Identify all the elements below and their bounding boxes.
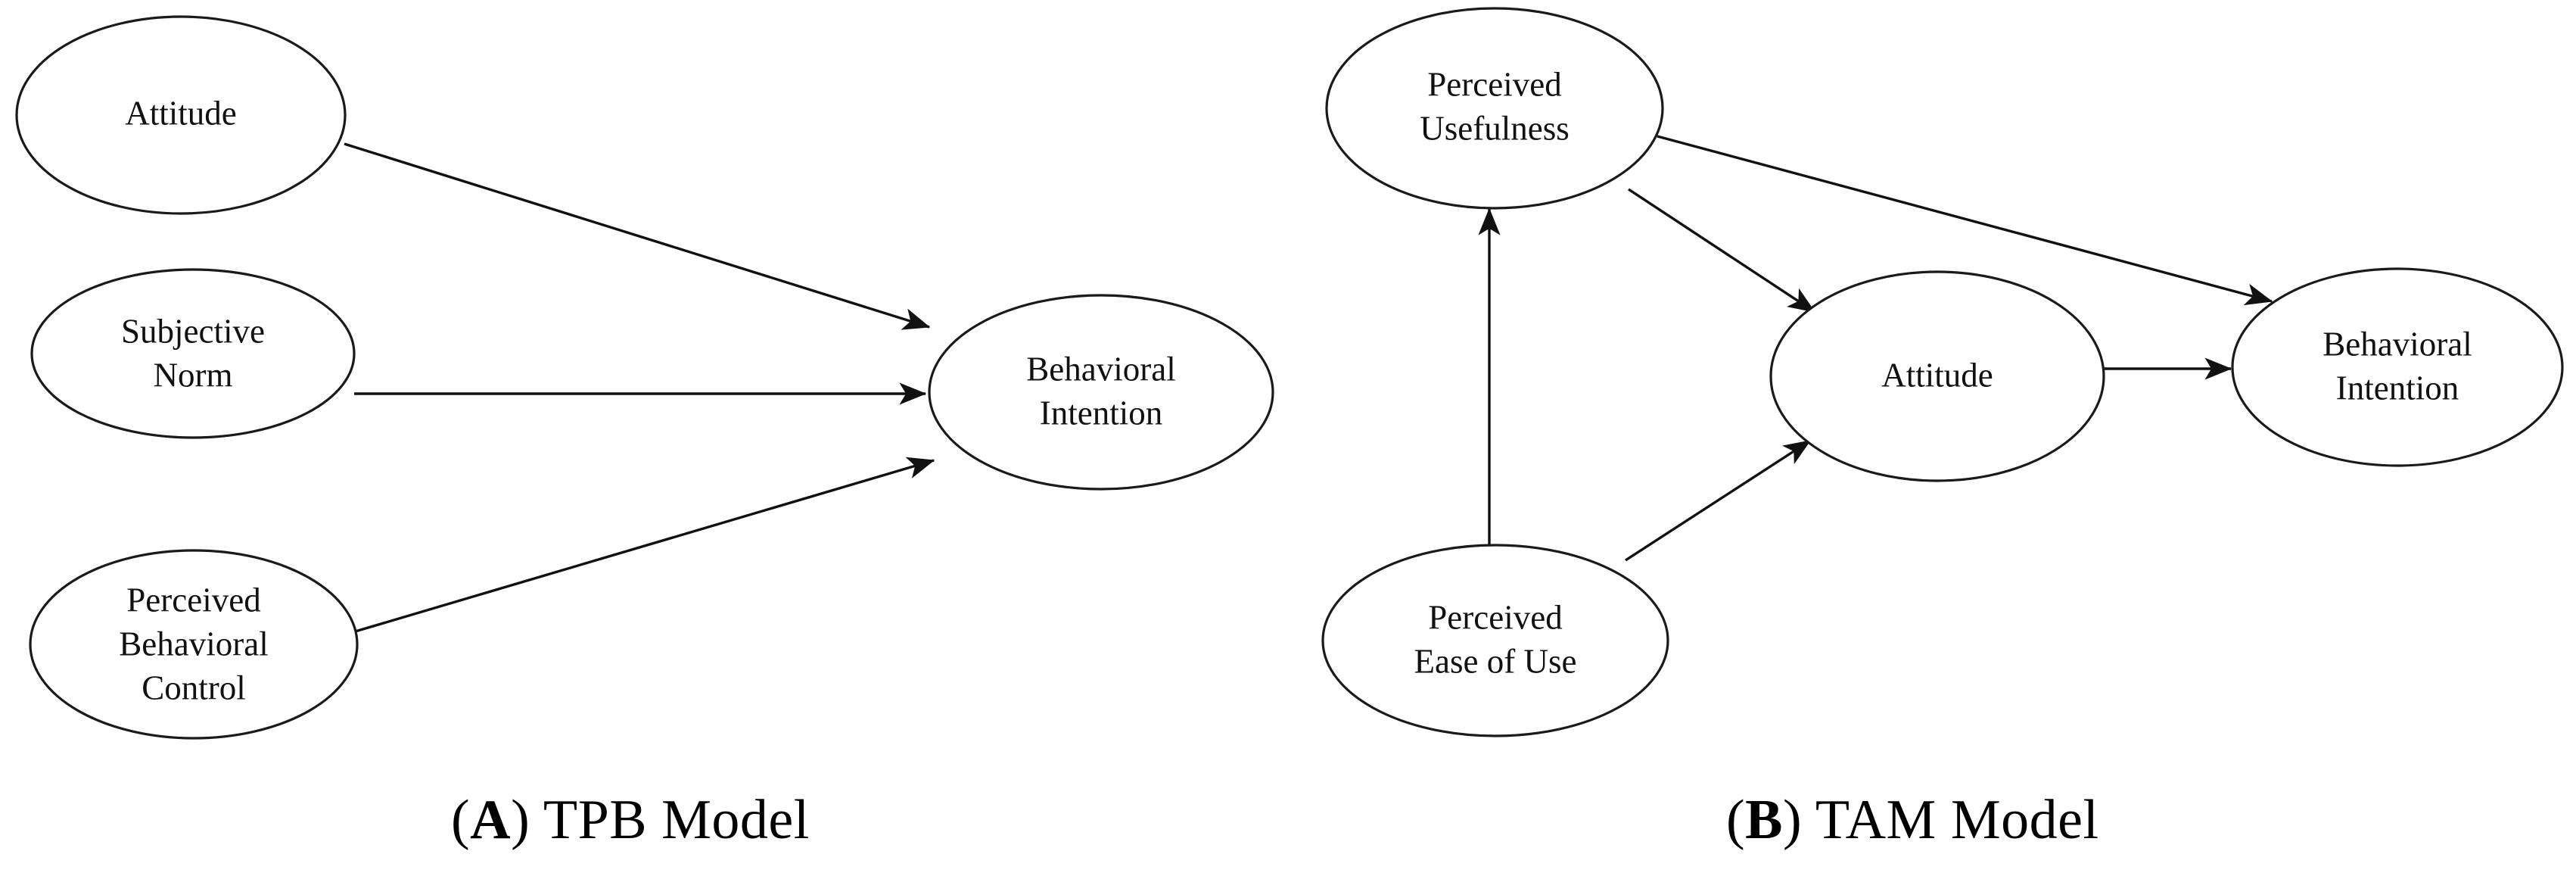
panel-caption-tam: (B) TAM Model bbox=[1726, 788, 2099, 853]
caption-b-tag: B bbox=[1745, 789, 1784, 851]
node-perceived-behavioral-control-label-line2: Behavioral bbox=[119, 625, 268, 662]
node-perceived-usefulness-label-line2: Usefulness bbox=[1420, 109, 1569, 147]
node-attitude-label: Attitude bbox=[125, 94, 236, 132]
edge-attitude-to-behavioral-intention bbox=[344, 142, 931, 330]
node-attitude-ellipse[interactable] bbox=[15, 15, 347, 215]
node-attitude[interactable]: Attitude bbox=[15, 15, 347, 215]
node-behavioral-intention-tpb-ellipse[interactable] bbox=[928, 294, 1274, 491]
node-behavioral-intention-tam-label-line2: Intention bbox=[2336, 369, 2459, 407]
node-perceived-usefulness-label-line1: Perceived bbox=[1427, 65, 1561, 103]
edge-perceived-usefulness-to-behavioral-intention bbox=[1657, 135, 2273, 306]
node-perceived-ease-of-use-ellipse[interactable] bbox=[1321, 544, 1669, 737]
node-perceived-behavioral-control-label-line1: Perceived bbox=[126, 581, 260, 619]
node-subjective-norm-label-line2: Norm bbox=[154, 356, 233, 394]
edge-perceived-behavioral-control-to-behavioral-intention bbox=[352, 457, 935, 634]
node-perceived-ease-of-use-label-line1: Perceived bbox=[1428, 598, 1562, 636]
node-behavioral-intention-tam[interactable]: Behavioral Intention bbox=[2231, 267, 2564, 467]
panel-caption-tpb: (A) TPB Model bbox=[451, 788, 810, 853]
panel-tam: Perceived Usefulness Perceived Ease of U… bbox=[1321, 7, 2564, 737]
node-behavioral-intention-tam-ellipse[interactable] bbox=[2231, 267, 2564, 467]
panel-tpb: Attitude Subjective Norm Perceived Behav… bbox=[15, 15, 1274, 740]
node-perceived-ease-of-use-label-line2: Ease of Use bbox=[1414, 642, 1577, 680]
caption-a-tag: A bbox=[470, 789, 512, 851]
node-perceived-ease-of-use[interactable]: Perceived Ease of Use bbox=[1321, 544, 1669, 737]
node-subjective-norm-ellipse[interactable] bbox=[30, 268, 356, 439]
node-perceived-behavioral-control[interactable]: Perceived Behavioral Control bbox=[29, 549, 359, 740]
edge-perceived-usefulness-to-attitude bbox=[1628, 188, 1816, 313]
caption-b-prefix: ( bbox=[1726, 789, 1746, 851]
node-attitude-tam[interactable]: Attitude bbox=[1769, 270, 2105, 482]
node-subjective-norm-label-line1: Subjective bbox=[121, 312, 265, 350]
node-subjective-norm[interactable]: Subjective Norm bbox=[30, 268, 356, 439]
node-behavioral-intention-tam-label-line1: Behavioral bbox=[2322, 325, 2472, 363]
node-behavioral-intention-tpb[interactable]: Behavioral Intention bbox=[928, 294, 1274, 491]
caption-b-suffix: ) TAM Model bbox=[1783, 789, 2099, 851]
node-perceived-usefulness-ellipse[interactable] bbox=[1325, 7, 1664, 210]
caption-a-prefix: ( bbox=[451, 789, 471, 851]
node-perceived-usefulness[interactable]: Perceived Usefulness bbox=[1325, 7, 1664, 210]
node-perceived-behavioral-control-ellipse[interactable] bbox=[29, 549, 359, 740]
node-attitude-tam-label: Attitude bbox=[1881, 356, 1993, 394]
node-attitude-tam-ellipse[interactable] bbox=[1769, 270, 2105, 482]
edge-perceived-ease-of-use-to-attitude bbox=[1625, 439, 1812, 562]
caption-a-suffix: ) TPB Model bbox=[511, 789, 810, 851]
node-perceived-behavioral-control-label-line3: Control bbox=[142, 669, 246, 706]
node-behavioral-intention-tpb-label-line2: Intention bbox=[1040, 394, 1162, 432]
node-behavioral-intention-tpb-label-line1: Behavioral bbox=[1026, 350, 1175, 388]
